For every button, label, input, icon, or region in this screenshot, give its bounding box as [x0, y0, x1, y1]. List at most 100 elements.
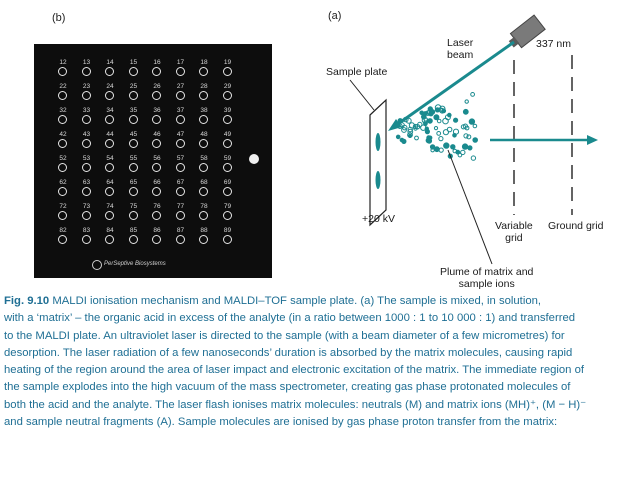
- well-ring-icon: [199, 235, 208, 244]
- ion-particle: [460, 149, 466, 156]
- well-number: 36: [153, 107, 161, 114]
- plate-well: 35: [125, 107, 143, 128]
- plate-well: 73: [78, 203, 96, 224]
- well-number: 57: [176, 155, 185, 162]
- plate-well: 36: [148, 107, 166, 128]
- well-ring-icon: [175, 163, 185, 172]
- ion-particle: [468, 118, 476, 125]
- ion-particle: [395, 134, 401, 140]
- well-number: 87: [176, 227, 185, 234]
- caption-text: and sample neutral fragments (A). Sample…: [4, 416, 558, 429]
- ion-particle: [401, 124, 408, 131]
- ion-particle: [425, 110, 431, 116]
- ion-particle: [436, 131, 442, 136]
- well-number: 76: [153, 203, 161, 210]
- well-ring-icon: [128, 235, 138, 244]
- ion-particle: [407, 126, 413, 133]
- plate-well: 57: [172, 155, 190, 176]
- voltage-label: +20 kV: [362, 213, 395, 225]
- well-ring-icon: [58, 115, 67, 124]
- wavelength-label: 337 nm: [536, 38, 572, 50]
- well-number: 46: [153, 131, 161, 138]
- plate-well: 59: [219, 155, 237, 176]
- well-number: 78: [200, 203, 208, 210]
- ion-particle: [466, 134, 472, 140]
- well-number: 47: [176, 131, 185, 138]
- well-ring-icon: [152, 91, 161, 100]
- ion-particle: [447, 112, 452, 118]
- ion-particle: [438, 136, 444, 142]
- caption-line: both the acid and the analyte. The laser…: [4, 397, 634, 414]
- well-number: 77: [176, 203, 185, 210]
- ion-particle: [434, 104, 442, 111]
- well-number: 14: [106, 59, 114, 66]
- plate-well: 84: [101, 227, 119, 248]
- plate-well: 24: [101, 83, 119, 104]
- well-ring-icon: [81, 139, 91, 148]
- well-ring-icon: [105, 211, 114, 220]
- well-number: 19: [223, 59, 232, 66]
- well-number: 68: [200, 179, 208, 186]
- ion-particle: [424, 126, 430, 131]
- well-number: 13: [82, 59, 91, 66]
- ion-particle: [453, 117, 459, 123]
- well-number: 62: [59, 179, 67, 186]
- ion-particle: [423, 121, 428, 127]
- caption-text: heating of the region around the area of…: [4, 364, 585, 377]
- well-number: 65: [129, 179, 138, 186]
- ion-particle: [436, 118, 442, 124]
- well-ring-icon: [222, 163, 232, 172]
- plate-well: 62: [54, 179, 72, 200]
- well-ring-icon: [128, 91, 138, 100]
- ion-particle: [470, 92, 476, 97]
- well-ring-icon: [222, 139, 232, 148]
- plate-well: 64: [101, 179, 119, 200]
- plume-label: Plume of matrix and sample ions: [440, 266, 534, 290]
- plate-well: 55: [125, 155, 143, 176]
- ion-particle: [452, 128, 460, 135]
- plate-well: 17: [172, 59, 190, 80]
- well-ring-icon: [105, 67, 114, 76]
- plate-well: 54: [101, 155, 119, 176]
- ion-particle: [438, 147, 444, 153]
- plate-well: 85: [125, 227, 143, 248]
- well-ring-icon: [58, 91, 67, 100]
- ion-particle: [472, 137, 478, 143]
- well-ring-icon: [105, 235, 114, 244]
- well-ring-icon: [152, 115, 161, 124]
- plate-well: 34: [101, 107, 119, 128]
- well-ring-icon: [222, 115, 232, 124]
- caption-line: the sample explodes into the high vacuum…: [4, 379, 634, 396]
- well-number: 73: [82, 203, 91, 210]
- well-ring-icon: [81, 211, 91, 220]
- plate-well: 45: [125, 131, 143, 152]
- ion-particle: [401, 127, 407, 133]
- plate-well: 39: [219, 107, 237, 128]
- well-number: 69: [223, 179, 232, 186]
- well-ring-icon: [222, 187, 232, 196]
- caption-text: MALDI ionisation mechanism and MALDI–TOF…: [52, 295, 542, 307]
- plate-well: 63: [78, 179, 96, 200]
- plate-well: 15: [125, 59, 143, 80]
- well-ring-icon: [175, 67, 185, 76]
- well-number: 33: [82, 107, 91, 114]
- plate-well: 29: [219, 83, 237, 104]
- plate-well: 52: [54, 155, 72, 176]
- well-ring-icon: [152, 187, 161, 196]
- brand-logo-icon: [92, 260, 102, 270]
- ground-grid-label: Ground grid: [548, 220, 604, 232]
- plate-well: 67: [172, 179, 190, 200]
- well-ring-icon: [152, 211, 161, 220]
- well-ring-icon: [222, 91, 232, 100]
- ion-particle: [401, 138, 407, 144]
- well-ring-icon: [58, 211, 67, 220]
- well-number: 59: [223, 155, 232, 162]
- plate-well: 68: [195, 179, 213, 200]
- plate-well: 66: [148, 179, 166, 200]
- ion-particle: [462, 123, 468, 129]
- well-number: 54: [106, 155, 114, 162]
- plate-alignment-dot: [249, 154, 259, 164]
